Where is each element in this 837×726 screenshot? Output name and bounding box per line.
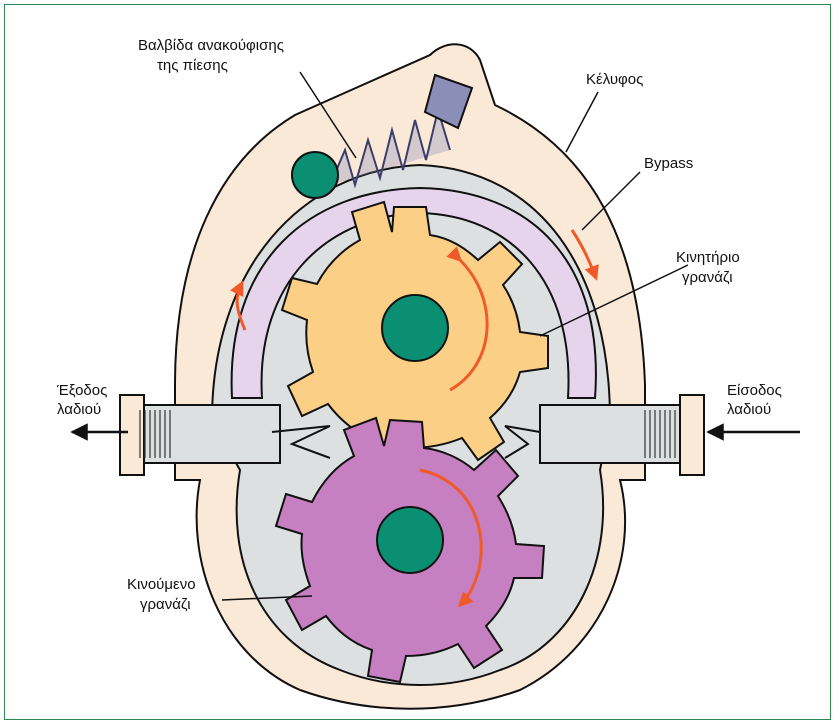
label-bypass: Bypass (644, 155, 693, 172)
inlet-flange (680, 395, 704, 475)
label-outlet-2: λαδιού (57, 401, 101, 418)
label-outlet-1: Έξοδος (56, 382, 107, 399)
driven-gear-hub (377, 507, 443, 573)
inlet-threads (645, 410, 675, 458)
drive-gear-hub (382, 295, 448, 361)
label-drive-gear-1: Κινητήριο (676, 249, 740, 266)
label-driven-gear-2: γρανάζι (140, 596, 191, 613)
label-drive-gear-2: γρανάζι (682, 269, 733, 286)
inlet-port (540, 405, 685, 463)
label-driven-gear-1: Κινούμενο (127, 576, 196, 593)
outlet-port (135, 405, 280, 463)
label-inlet-2: λαδιού (727, 401, 771, 418)
outlet-threads (140, 410, 170, 458)
housing-leader (566, 92, 598, 152)
label-relief-valve-1: Βαλβίδα ανακούφισης (138, 37, 284, 54)
label-inlet-1: Είσοδος (727, 382, 782, 399)
relief-valve-ball (292, 152, 338, 198)
label-housing: Κέλυφος (586, 71, 643, 88)
label-relief-valve-2: της πίεσης (157, 57, 228, 74)
